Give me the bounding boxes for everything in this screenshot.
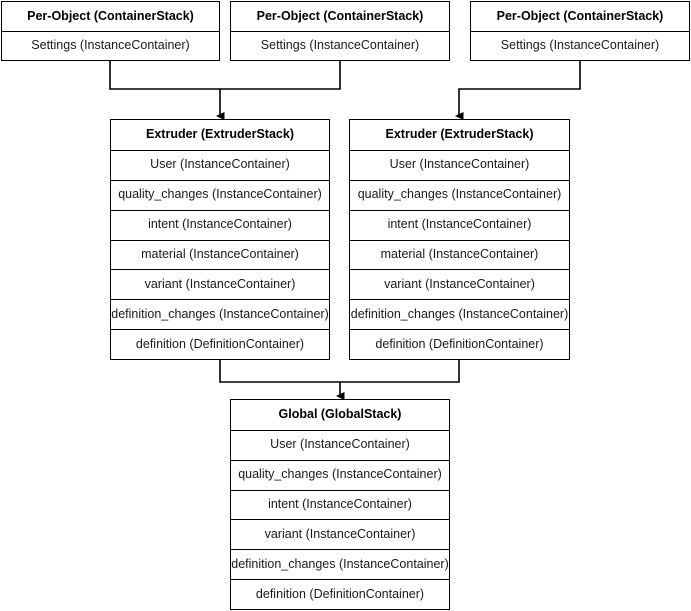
stack-row: variant (InstanceContainer) [231, 519, 449, 550]
stack-row: definition (DefinitionContainer) [111, 329, 329, 359]
stack-header-row: Extruder (ExtruderStack) [350, 120, 569, 150]
stack-row: quality_changes (InstanceContainer) [231, 459, 449, 490]
stack-row: definition_changes (InstanceContainer) [111, 299, 329, 330]
stack-row: quality_changes (InstanceContainer) [350, 179, 569, 210]
stack-row: intent (InstanceContainer) [231, 489, 449, 520]
stack-row: definition (DefinitionContainer) [350, 329, 569, 359]
stack-header-row: Per-Object (ContainerStack) [2, 2, 219, 31]
connector-extruder-2-to-global [336, 360, 460, 400]
stack-header-row: Extruder (ExtruderStack) [111, 120, 329, 150]
stack-row: definition_changes (InstanceContainer) [350, 299, 569, 330]
global-stack: Global (GlobalStack)User (InstanceContai… [230, 399, 450, 610]
stack-row: intent (InstanceContainer) [111, 209, 329, 240]
connector-per-object-3-to-extruder-2 [455, 61, 581, 120]
stack-header-row: Global (GlobalStack) [231, 400, 449, 430]
extruder-stack-1: Extruder (ExtruderStack)User (InstanceCo… [110, 119, 330, 360]
stack-row: variant (InstanceContainer) [111, 269, 329, 300]
per-object-container-stack-1: Per-Object (ContainerStack)Settings (Ins… [1, 1, 220, 61]
stack-row: variant (InstanceContainer) [350, 269, 569, 300]
stack-row: definition (DefinitionContainer) [231, 579, 449, 610]
extruder-stack-2: Extruder (ExtruderStack)User (InstanceCo… [349, 119, 570, 360]
stack-row: User (InstanceContainer) [350, 149, 569, 180]
connector-per-object-2-to-extruder-1 [216, 61, 341, 120]
per-object-container-stack-3: Per-Object (ContainerStack)Settings (Ins… [470, 1, 690, 61]
connector-extruder-1-to-global [219, 360, 340, 383]
stack-header-row: Per-Object (ContainerStack) [231, 2, 449, 31]
stack-row: material (InstanceContainer) [111, 239, 329, 270]
stack-row: definition_changes (InstanceContainer) [231, 549, 449, 580]
stack-row: Settings (InstanceContainer) [231, 31, 449, 60]
stack-header-row: Per-Object (ContainerStack) [471, 2, 689, 31]
stack-row: Settings (InstanceContainer) [471, 31, 689, 60]
stack-row: intent (InstanceContainer) [350, 209, 569, 240]
stack-row: Settings (InstanceContainer) [2, 31, 219, 60]
stack-row: quality_changes (InstanceContainer) [111, 179, 329, 210]
stack-row: User (InstanceContainer) [231, 429, 449, 460]
per-object-container-stack-2: Per-Object (ContainerStack)Settings (Ins… [230, 1, 450, 61]
stack-row: material (InstanceContainer) [350, 239, 569, 270]
connector-per-object-1-to-extruder-1 [109, 61, 220, 90]
stack-row: User (InstanceContainer) [111, 149, 329, 180]
